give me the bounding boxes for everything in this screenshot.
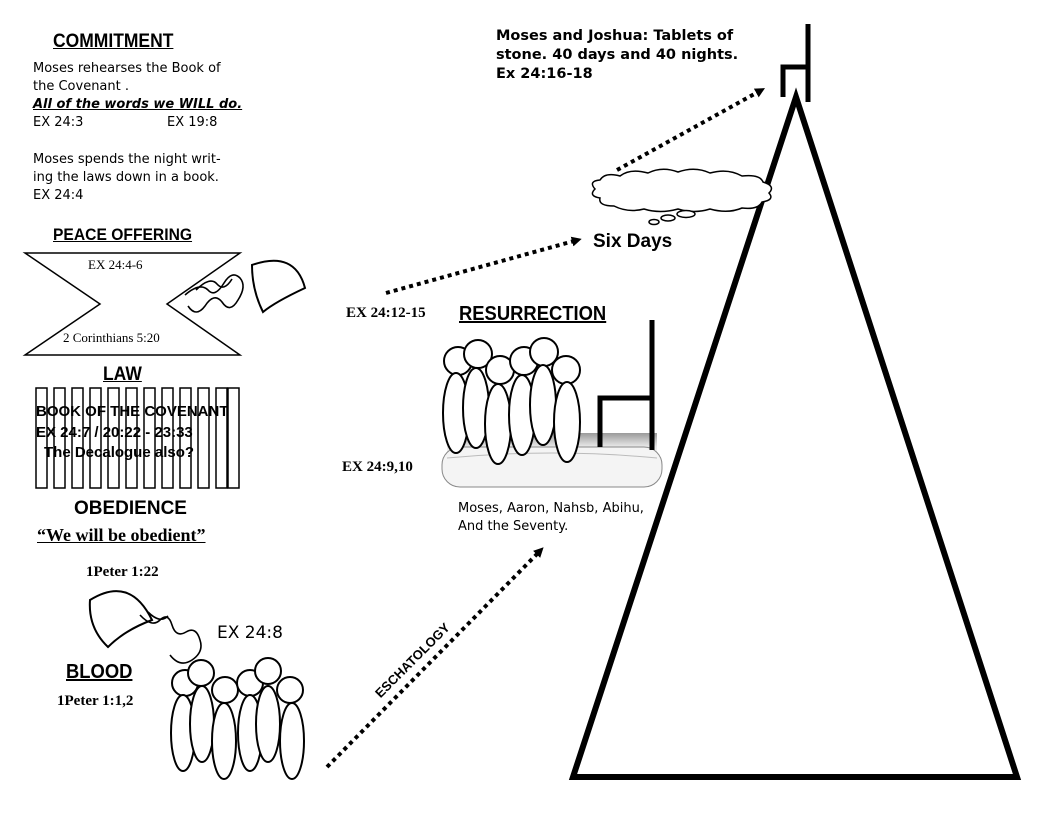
commitment-night-ref: EX 24:4 <box>33 188 84 203</box>
resurrection-ref-top: EX 24:12-15 <box>346 305 426 321</box>
summit-note-line2: stone. 40 days and 40 nights. <box>496 47 739 64</box>
resurrection-names-line2: And the Seventy. <box>458 519 569 534</box>
person-head <box>551 355 581 385</box>
commitment-night-line1: Moses spends the night writ- <box>33 152 221 167</box>
person-body <box>189 685 215 763</box>
peace-offering-altar <box>22 252 243 356</box>
person-head <box>254 657 282 685</box>
commitment-ref-b: EX 19:8 <box>167 115 218 130</box>
blood-basin-icon <box>88 590 202 664</box>
commitment-emphasis: All of the words we WILL do. <box>33 97 243 112</box>
cloud-icon <box>591 168 773 226</box>
summit-note-line3: Ex 24:16-18 <box>496 66 593 83</box>
person-body <box>553 381 581 463</box>
six-days-label: Six Days <box>593 231 673 252</box>
resurrection-ref-mid: EX 24:9,10 <box>342 459 413 475</box>
commitment-heading: COMMITMENT <box>53 31 174 52</box>
commitment-line2: the Covenant . <box>33 79 129 94</box>
blood-ex-ref: EX 24:8 <box>217 623 283 643</box>
person-body <box>529 364 557 446</box>
summit-note-line1: Moses and Joshua: Tablets of <box>496 28 734 44</box>
law-line2: EX 24:7 / 20:22 - 23:33 <box>36 424 193 441</box>
summit-chair-icon <box>780 24 811 102</box>
person-body <box>484 383 512 465</box>
peace-offering-ref-bottom: 2 Corinthians 5:20 <box>63 330 160 345</box>
commitment-ref-a: EX 24:3 <box>33 115 84 130</box>
person-head <box>276 676 304 704</box>
commitment-line1: Moses rehearses the Book of <box>33 61 221 76</box>
law-line1: BOOK OF THE COVENANT <box>36 403 229 420</box>
obedience-heading: OBEDIENCE <box>74 498 187 519</box>
peace-offering-heading: PEACE OFFERING <box>53 225 193 244</box>
summit-note: Moses and Joshua: Tablets of stone. 40 d… <box>496 27 756 84</box>
peace-offering-ref-top: EX 24:4-6 <box>88 257 143 272</box>
blood-people <box>170 657 305 780</box>
mountain-sinai <box>568 87 1022 780</box>
obedience-quote: “We will be obedient” <box>37 525 206 545</box>
resurrection-names-line1: Moses, Aaron, Nahsb, Abihu, <box>458 501 644 516</box>
blood-heading: BLOOD <box>66 661 133 683</box>
law-tablet-bars <box>35 387 240 489</box>
person-head <box>211 676 239 704</box>
resurrection-people <box>442 337 581 465</box>
commitment-night-line2: ing the laws down in a book. <box>33 170 219 185</box>
person-body <box>211 702 237 780</box>
arrow-to-summit <box>616 88 766 172</box>
offering-basin-icon <box>184 259 307 314</box>
obedience-ref: 1Peter 1:22 <box>86 564 159 580</box>
blood-ref: 1Peter 1:1,2 <box>57 693 134 709</box>
arrow-to-six-days <box>385 236 582 295</box>
resurrection-heading: RESURRECTION <box>459 303 607 325</box>
arrow-eschatology <box>325 547 544 769</box>
person-head <box>187 659 215 687</box>
law-line3: The Decalogue also? <box>44 444 195 461</box>
person-body <box>255 685 281 763</box>
resurrection-chair-icon <box>597 320 655 450</box>
law-heading: LAW <box>103 364 142 385</box>
person-body <box>279 702 305 780</box>
